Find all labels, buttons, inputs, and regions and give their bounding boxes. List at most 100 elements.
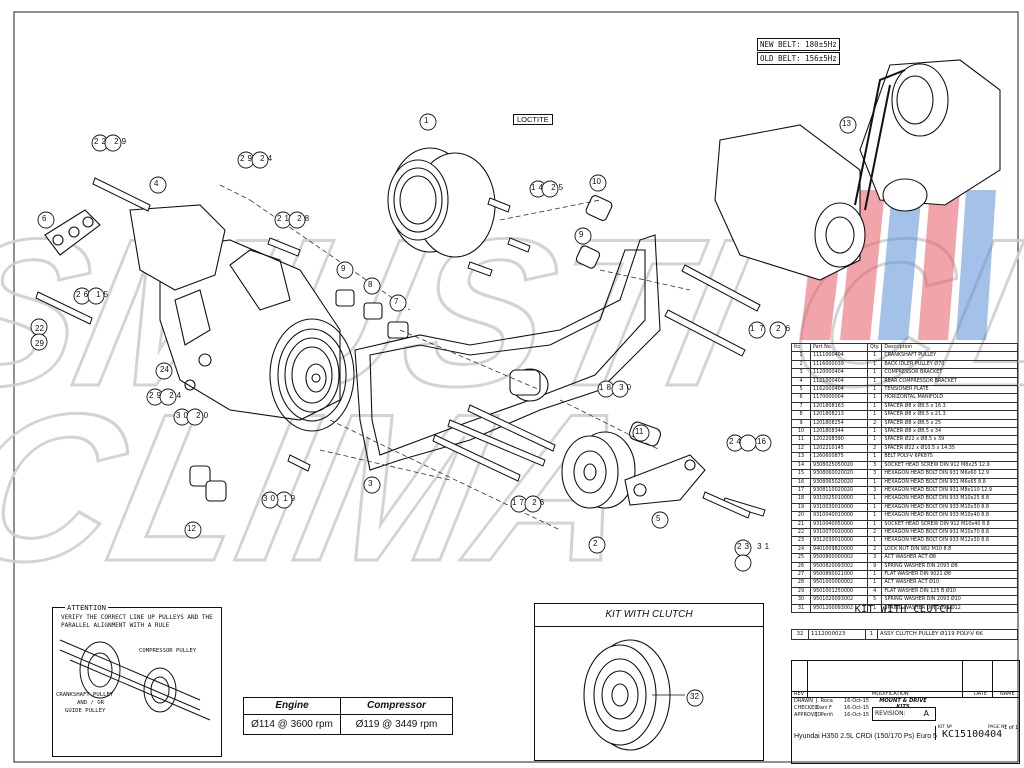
compressor (159, 239, 355, 432)
quantity: 1 (866, 368, 883, 378)
quantity: 2 (866, 418, 883, 429)
loctite-label: LOCTITE (513, 114, 553, 125)
description: HEXAGON HEAD BOLT DIN 931 M10x70 8.8 (881, 527, 1019, 538)
item-number: 29 (791, 586, 811, 597)
compressor-pulley-label: COMPRESSOR PULLEY (139, 648, 197, 654)
part-number: 9310030010000 (810, 502, 868, 513)
part-number: 9501001250000 (810, 586, 868, 597)
item-number: 17 (791, 485, 811, 496)
header-description: Description (881, 342, 1019, 353)
description: TENSIONER PLATE (881, 385, 1019, 395)
clutch-pulley (583, 639, 671, 751)
header-item: Itc (791, 342, 811, 353)
part-number: 1116000039 (810, 359, 868, 370)
item-number: 1 (791, 351, 811, 361)
idler-pulley (561, 431, 636, 509)
attention-box: ATTENTION VERIFY THE CORRECT LINE UP PUL… (52, 603, 222, 757)
item-number: 7 (791, 401, 811, 412)
rear-bracket (44, 204, 226, 291)
item-number: 26 (791, 561, 811, 571)
item-number: 20 (791, 511, 811, 521)
item-number: 10 (791, 427, 811, 437)
description: SPACER Ø22 x Ø8.5 x 39 (881, 435, 1019, 445)
quantity: 1 (866, 578, 883, 588)
part-number: 1202208390 (810, 435, 868, 445)
attention-text-2: PARALLEL ALIGNMENT WITH A RULE (61, 622, 170, 629)
approved-label: APPROVED (794, 712, 822, 718)
name-label: NAME (1000, 691, 1015, 697)
callout-6: 6 (42, 214, 47, 223)
brand-stripes (800, 190, 996, 340)
checked-name: Dani F (816, 705, 832, 711)
callout-26-15: 26 15 (76, 290, 112, 299)
part-number: 9310025010000 (810, 494, 868, 504)
attention-figure (59, 639, 211, 721)
revision-header: REV MODIFICATION DATE NAME (792, 691, 1019, 698)
part-number: 1121000404 (810, 376, 868, 387)
engine-header: Engine (244, 698, 341, 715)
modification-label: MODIFICATION (872, 691, 909, 697)
quantity: 1 (866, 351, 883, 361)
page-value: 1 of 1 (1004, 725, 1019, 731)
part-number: 1202210145 (810, 443, 868, 454)
part-number: 1201808163 (810, 401, 868, 412)
quantity: 1 (866, 359, 883, 370)
description: HEXAGON HEAD BOLT DIN 931 M6x60 12.9 (881, 469, 1019, 479)
item-number: 13 (791, 452, 811, 462)
quantity: 1 (866, 410, 883, 420)
callout-30-19: 30 19 (263, 494, 299, 503)
item-number: 2 (791, 359, 811, 370)
checked-label: CHECKED (794, 705, 819, 711)
callout-23-31: 23 31 (737, 542, 773, 551)
callout-7: 7 (394, 297, 399, 306)
item-number: 4 (791, 376, 811, 387)
part-number: 9312030010000 (810, 536, 868, 546)
callout-29-24a: 29 24 (149, 391, 185, 400)
item-number: 5 (791, 385, 811, 395)
svg-text:CLIMA: CLIMA (0, 370, 656, 604)
quantity: 2 (866, 544, 883, 555)
callout-2: 2 (593, 539, 598, 548)
quantity: 1 (866, 401, 883, 412)
quantity: 1 (866, 502, 883, 513)
kit-row-qty: 1 (865, 628, 878, 641)
compressor-header: Compressor (341, 698, 452, 715)
item-number: 6 (791, 393, 811, 403)
quantity: 3 (866, 460, 883, 471)
callout-17-26b: 17 26 (512, 498, 548, 507)
revision-area (792, 661, 1019, 697)
part-number: 9500800000002 (810, 553, 868, 563)
item-number: 28 (791, 578, 811, 588)
crankshaft-pulley (387, 147, 496, 258)
description: BELT POLY-V 6PK875 (881, 452, 1019, 462)
quantity: 1 (866, 385, 883, 395)
quantity: 4 (866, 586, 883, 597)
item-number: 25 (791, 553, 811, 563)
belt-frequency-box: NEW BELT: 180±5Hz OLD BELT: 156±5Hz (757, 38, 840, 65)
ratio-table: Engine Compressor Ø114 @ 3600 rpm Ø119 @… (243, 697, 453, 735)
description: COMPRESSOR BRACKET (881, 368, 1019, 378)
revision-value: A (923, 709, 929, 718)
header-part-no: Part No. (810, 342, 868, 353)
attention-text-1: VERIFY THE CORRECT LINE UP PULLEYS AND T… (61, 614, 213, 621)
callout-5: 5 (656, 514, 661, 523)
kit-with-clutch-title: KIT WITH CLUTCH (535, 604, 763, 627)
